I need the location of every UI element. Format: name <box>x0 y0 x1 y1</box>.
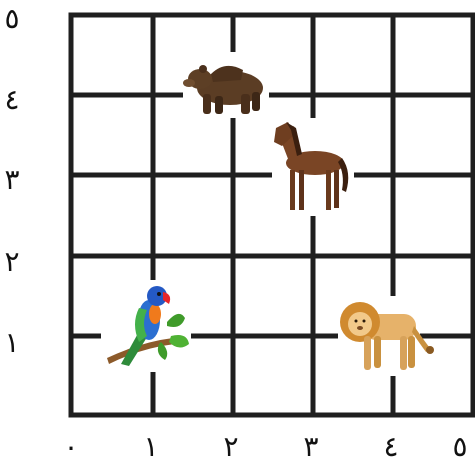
y-axis-ticks: ١ ٢ ٣ ٤ ٥ <box>4 2 19 359</box>
x-tick-label-4: ٤ <box>383 430 398 463</box>
horse-leg-3 <box>326 170 331 210</box>
lion-leg-2 <box>374 336 381 368</box>
lion-nose <box>357 326 363 330</box>
y-tick-label-3: ٣ <box>4 163 19 196</box>
bear-leg-back-left <box>241 94 250 114</box>
horse-leg-4 <box>334 170 339 208</box>
y-tick-label-2: ٢ <box>4 245 19 278</box>
x-tick-label-1: ١ <box>143 430 158 463</box>
x-tick-label-0: ٠ <box>63 430 78 463</box>
x-tick-label-2: ٢ <box>223 430 238 463</box>
lion-face <box>348 312 372 336</box>
horse-icon <box>272 118 354 216</box>
lion-eye-left <box>355 320 358 323</box>
bear-ear <box>199 65 207 73</box>
y-tick-label-4: ٤ <box>4 83 19 116</box>
lion-tail-tip <box>426 346 434 354</box>
bear-snout <box>183 79 195 87</box>
horse-leg-1 <box>290 170 295 210</box>
lion-leg-1 <box>364 336 371 370</box>
lion-icon <box>338 296 434 376</box>
x-tick-label-3: ٣ <box>303 430 318 463</box>
x-axis-ticks: ٠ ١ ٢ ٣ ٤ ٥ <box>63 430 467 463</box>
y-tick-label-1: ١ <box>4 326 19 359</box>
x-tick-label-5: ٥ <box>452 430 467 463</box>
lion-eye-right <box>363 320 366 323</box>
bear-leg-back-right <box>252 92 260 111</box>
bear-leg-front-left <box>203 94 211 114</box>
lion-leg-3 <box>400 336 407 370</box>
parrot-icon <box>101 280 191 372</box>
parrot-chest <box>149 304 161 324</box>
y-tick-label-5: ٥ <box>4 2 19 35</box>
horse-leg-2 <box>299 170 304 210</box>
lion-leg-4 <box>408 336 415 368</box>
bear-leg-front-right <box>215 96 223 114</box>
bear-icon <box>183 52 269 118</box>
parrot-eye <box>157 292 161 296</box>
